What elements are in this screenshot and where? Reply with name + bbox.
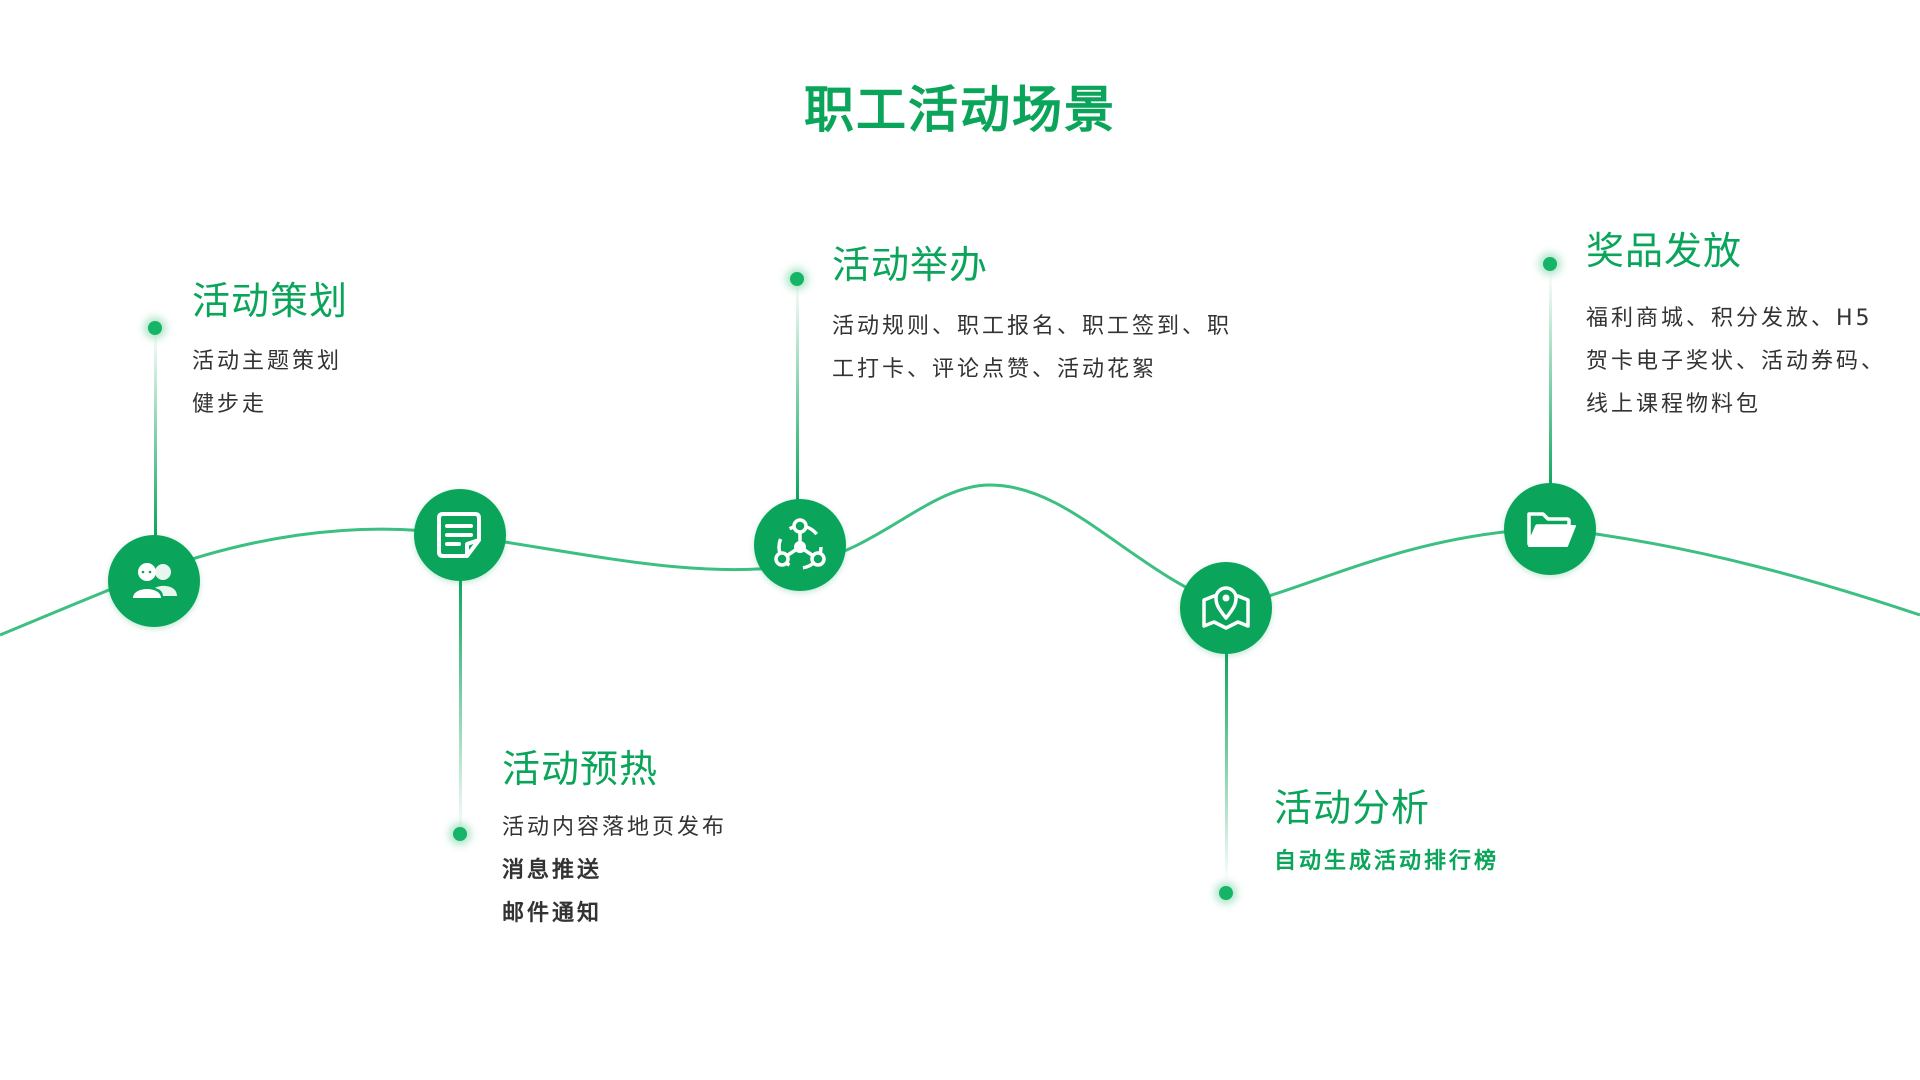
stage-title-planning: 活动策划 [192,279,349,323]
stem-planning [154,330,157,536]
timeline-path [0,483,1920,637]
desc-line: 工打卡、评论点赞、活动花絮 [832,357,1158,382]
desc-line: 活动内容落地页发布 [502,815,728,840]
desc-line: 自动生成活动排行榜 [1274,849,1500,874]
stage-node-hosting[interactable] [754,499,846,591]
network-icon [774,518,826,570]
dot-planning [148,321,162,335]
stage-node-planning[interactable] [108,535,200,627]
desc-line: 线上课程物料包 [1586,392,1762,417]
stem-rewards [1549,272,1552,492]
stem-hosting [796,280,799,500]
users-icon [133,563,177,598]
map-pin-icon [1202,586,1250,630]
stem-warmup [459,576,462,836]
stage-title-analysis: 活动分析 [1274,786,1431,830]
stage-node-warmup[interactable] [414,489,506,581]
stage-desc-hosting: 活动规则、职工报名、职工签到、职 工打卡、评论点赞、活动花絮 [832,305,1232,391]
stage-desc-warmup: 活动内容落地页发布 消息推送 邮件通知 [502,806,727,935]
stage-title-rewards: 奖品发放 [1586,229,1743,273]
stage-title-hosting: 活动举办 [832,243,989,287]
stage-title-warmup: 活动预热 [502,747,659,791]
dot-warmup [453,827,467,841]
stem-analysis [1225,652,1228,882]
page-title: 职工活动场景 [804,81,1116,139]
document-icon [437,512,481,558]
stage-desc-analysis: 自动生成活动排行榜 [1274,840,1499,883]
stage-node-rewards[interactable] [1504,483,1596,575]
dot-analysis [1219,886,1233,900]
desc-line: 消息推送 [502,858,603,883]
dot-rewards [1543,257,1557,271]
desc-line: 福利商城、积分发放、H5 [1586,306,1873,331]
stage-desc-rewards: 福利商城、积分发放、H5 贺卡电子奖状、活动券码、 线上课程物料包 [1586,297,1886,426]
desc-line: 贺卡电子奖状、活动券码、 [1586,349,1887,374]
desc-line: 邮件通知 [502,901,603,926]
dot-hosting [790,272,804,286]
stage-node-analysis[interactable] [1180,562,1272,654]
stage-desc-planning: 活动主题策划 健步走 [192,340,342,426]
desc-line: 活动规则、职工报名、职工签到、职 [832,314,1233,339]
desc-line: 活动主题策划 [192,349,343,374]
desc-line: 健步走 [192,392,268,417]
folder-icon [1527,512,1576,547]
